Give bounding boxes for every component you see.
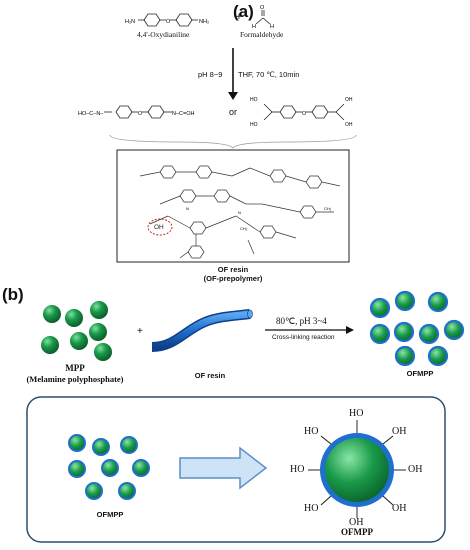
svg-text:H₂N: H₂N bbox=[125, 19, 135, 25]
or-text: or bbox=[229, 107, 238, 117]
svg-text:OH: OH bbox=[345, 97, 353, 103]
oh-label-bottom-left: HO bbox=[304, 503, 319, 514]
svg-text:N–C=OH: N–C=OH bbox=[172, 111, 194, 117]
plus-sign-a: + bbox=[236, 12, 242, 23]
oh-label-bottom-right: OH bbox=[392, 503, 407, 514]
svg-text:O: O bbox=[166, 19, 171, 25]
inset-left-label: OFMPP bbox=[96, 510, 124, 519]
panel-b-label: (b) bbox=[2, 285, 24, 304]
ofmpp-big-core bbox=[325, 438, 389, 502]
product-structure-1 bbox=[104, 105, 172, 119]
panel-a-label: (a) bbox=[233, 2, 254, 21]
svg-text:NH₂: NH₂ bbox=[199, 19, 209, 25]
oh-label-bottom: OH bbox=[349, 517, 364, 528]
svg-text:OH: OH bbox=[345, 122, 353, 128]
oxydianiline-structure bbox=[138, 13, 198, 27]
plus-sign-b: + bbox=[137, 326, 143, 337]
transform-arrow bbox=[179, 446, 268, 490]
ofmpp-cluster bbox=[369, 290, 465, 367]
of-resin-subtitle: (OF-prepolymer) bbox=[203, 274, 263, 283]
resin-network bbox=[139, 165, 341, 259]
inset-ofmpp-cluster bbox=[68, 434, 150, 500]
mpp-cluster bbox=[41, 301, 112, 361]
svg-text:CH₂: CH₂ bbox=[240, 226, 248, 231]
conditions-right: THF, 70 ℃, 10min bbox=[238, 70, 300, 79]
oh-highlight bbox=[147, 218, 173, 236]
product-structure-2 bbox=[263, 103, 345, 121]
svg-text:N: N bbox=[186, 206, 189, 211]
of-resin-label: OF resin bbox=[194, 371, 226, 380]
reactant1-label: 4,4'-Oxydianiline bbox=[137, 30, 190, 39]
svg-text:HO: HO bbox=[250, 97, 258, 103]
svg-text:O: O bbox=[138, 111, 143, 117]
reactant2-label: Formaldehyde bbox=[240, 30, 284, 39]
svg-text:H: H bbox=[270, 24, 274, 30]
formaldehyde-structure bbox=[255, 10, 271, 25]
of-resin-title: OF resin bbox=[217, 265, 249, 274]
svg-text:N: N bbox=[238, 210, 241, 215]
conditions-left: pH 8~9 bbox=[198, 70, 223, 79]
svg-text:HO: HO bbox=[250, 122, 258, 128]
reaction-conditions: 80℃, pH 3~4 bbox=[276, 316, 327, 326]
svg-text:CH₂: CH₂ bbox=[324, 206, 332, 211]
mpp-title: MPP bbox=[65, 363, 85, 373]
oh-label-left: HO bbox=[290, 464, 305, 475]
reaction-name: Cross-linking reaction bbox=[272, 334, 335, 341]
oh-label-top: HO bbox=[349, 408, 364, 419]
svg-text:O: O bbox=[302, 111, 307, 117]
oh-label-top-left: HO bbox=[304, 426, 319, 437]
svg-text:O: O bbox=[260, 5, 265, 11]
mpp-subtitle: (Melamine polyphosphate) bbox=[26, 374, 124, 384]
oh-label: OH bbox=[154, 224, 164, 231]
ofmpp-product-label: OFMPP bbox=[406, 369, 434, 378]
oh-label-top-right: OH bbox=[392, 426, 407, 437]
svg-text:HO–C–N–: HO–C–N– bbox=[78, 111, 104, 117]
oh-label-right: OH bbox=[408, 464, 423, 475]
inset-right-label: OFMPP bbox=[341, 527, 373, 537]
oh-spokes bbox=[308, 420, 406, 518]
svg-text:H: H bbox=[252, 24, 256, 30]
